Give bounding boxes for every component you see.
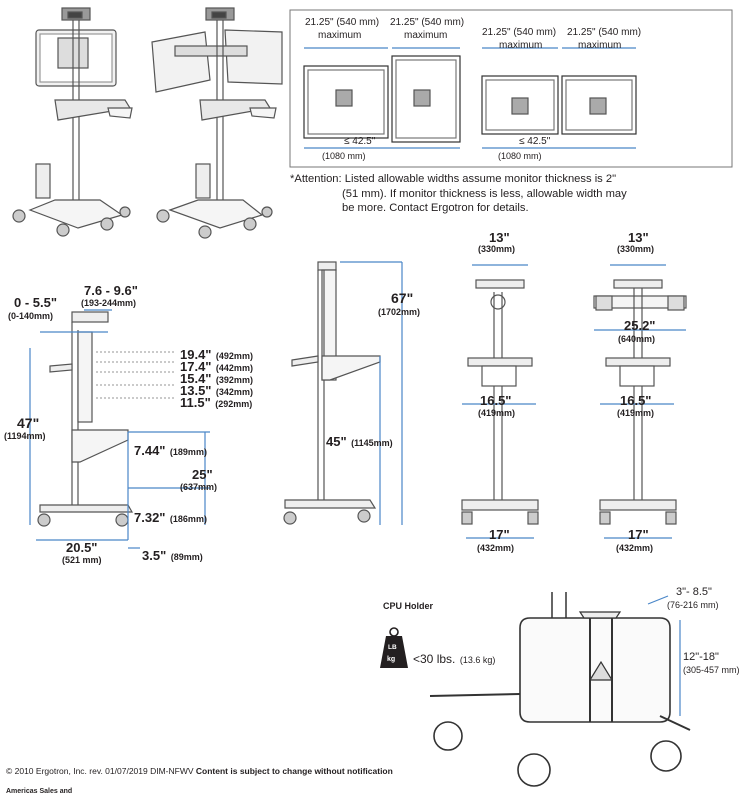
- width-label-a: 21.25" (540 mm): [305, 17, 380, 28]
- position-2: 17.4" (442mm): [180, 359, 253, 374]
- position-5: 11.5" (292mm): [180, 395, 253, 410]
- cart-single-monitor-drawing: [12, 7, 133, 237]
- cpu-height-label: 12"-18": [683, 651, 719, 663]
- front-top-mm: (330mm): [478, 244, 516, 254]
- dual-tray-mm: (419mm): [617, 408, 655, 418]
- height-mm: (1194mm): [4, 431, 46, 441]
- cpu-holder-drawing: [429, 592, 691, 787]
- dual-bar-mm: (640mm): [618, 334, 656, 344]
- base-depth-mm: (521 mm): [62, 555, 102, 565]
- dual-top-label: 13": [628, 230, 649, 245]
- attention-line-1: *Attention: Listed allowable widths assu…: [290, 173, 617, 185]
- max-label-b: maximum: [404, 30, 448, 41]
- weight-label: <30 lbs. (13.6 kg): [413, 652, 496, 666]
- front-tray-mm: (419mm): [478, 408, 516, 418]
- weight-badge-top: LB: [388, 644, 397, 651]
- front-tray-label: 16.5": [480, 393, 512, 408]
- front-view-dual-drawing: [593, 264, 687, 539]
- shelf-height-2-label: 45" (1145mm): [326, 434, 393, 449]
- lower-gap-label: 7.32" (186mm): [134, 510, 207, 525]
- max-label-c: maximum: [499, 40, 543, 51]
- front-view-single-drawing: [461, 264, 539, 539]
- depth-range-mm: (193-244mm): [81, 298, 137, 308]
- attention-note: *Attention: Listed allowable widths assu…: [290, 172, 650, 216]
- dual-tray-label: 16.5": [620, 393, 652, 408]
- footer-cut-line: Americas Sales and: [6, 788, 73, 795]
- offset-label: 3.5" (89mm): [142, 548, 203, 563]
- total-width-left-mm: (1080 mm): [322, 151, 366, 161]
- footer: © 2010 Ergotron, Inc. rev. 01/07/2019 DI…: [6, 766, 393, 776]
- front-top-label: 13": [489, 230, 510, 245]
- position-1: 19.4" (492mm): [180, 347, 253, 362]
- cart-dual-monitor-drawing: [151, 7, 283, 239]
- depth-range-label: 7.6 - 9.6": [84, 283, 138, 298]
- total-width-right-mm: (1080 mm): [498, 151, 542, 161]
- cpu-title: CPU Holder: [383, 601, 434, 611]
- max-label-d: maximum: [578, 40, 622, 51]
- total-width-left: ≤ 42.5": [344, 136, 376, 147]
- dual-base-mm: (432mm): [616, 543, 654, 553]
- width-label-b: 21.25" (540 mm): [390, 17, 465, 28]
- cpu-width-mm: (76-216 mm): [667, 600, 719, 610]
- top-range-label: 0 - 5.5": [14, 295, 58, 310]
- weight-badge-bottom: kg: [387, 656, 396, 663]
- monitor-size-box: [289, 9, 733, 168]
- weight-icon: [380, 627, 408, 668]
- upper-gap-label: 7.44" (189mm): [134, 443, 207, 458]
- front-base-label: 17": [489, 527, 510, 542]
- overall-height-label: 67": [391, 290, 414, 306]
- width-label-d: 21.25" (540 mm): [567, 27, 642, 38]
- shelf-height-label: 25": [192, 467, 213, 482]
- cpu-height-mm: (305-457 mm): [683, 665, 740, 675]
- position-4: 13.5" (342mm): [180, 383, 253, 398]
- side-view-drawing: [29, 309, 210, 549]
- dual-bar-label: 25.2": [624, 318, 656, 333]
- width-label-c: 21.25" (540 mm): [482, 27, 557, 38]
- top-range-mm: (0-140mm): [8, 311, 54, 321]
- shelf-height-mm: (637mm): [180, 482, 218, 492]
- overall-height-mm: (1702mm): [378, 307, 421, 317]
- total-width-right: ≤ 42.5": [519, 136, 551, 147]
- cpu-width-label: 3"- 8.5": [676, 586, 712, 598]
- attention-line-2: (51 mm). If monitor thickness is less, a…: [342, 187, 627, 200]
- attention-line-3: be more. Contact Ergotron for details.: [342, 202, 529, 214]
- dual-base-label: 17": [628, 527, 649, 542]
- front-base-mm: (432mm): [477, 543, 515, 553]
- max-label-a: maximum: [318, 30, 362, 41]
- height-label: 47": [17, 415, 40, 431]
- footer-copyright: © 2010 Ergotron, Inc. rev. 01/07/2019 DI…: [6, 766, 194, 776]
- footer-notice: Content is subject to change without not…: [195, 766, 393, 776]
- side-view-tall-drawing: [283, 261, 403, 525]
- dual-top-mm: (330mm): [617, 244, 655, 254]
- base-depth-label: 20.5": [66, 540, 98, 555]
- position-3: 15.4" (392mm): [180, 371, 253, 386]
